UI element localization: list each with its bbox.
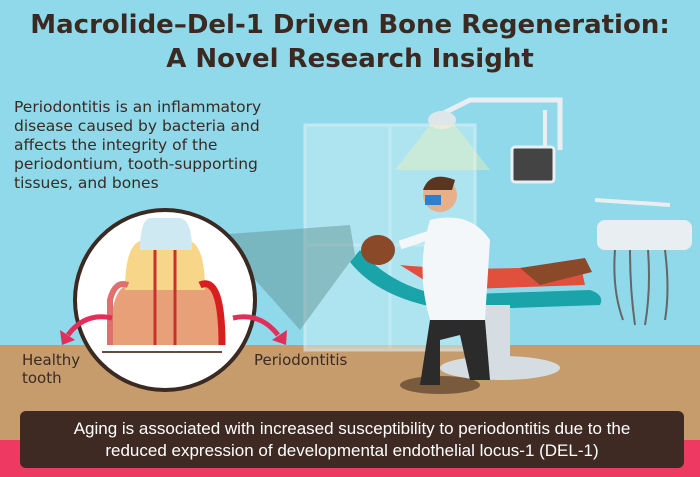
light-beam xyxy=(215,225,355,330)
title-line-1: Macrolide–Del-1 Driven Bone Regeneration… xyxy=(30,10,670,40)
monitor xyxy=(510,110,556,184)
dentist xyxy=(398,176,490,394)
instrument-tray xyxy=(594,198,692,326)
periodontitis-label: Periodontitis xyxy=(254,351,348,369)
caption-text: Aging is associated with increased susce… xyxy=(73,418,631,460)
periodontitis-arrow-icon xyxy=(232,314,287,345)
healthy-arrow-icon xyxy=(60,314,113,345)
title-line-2: A Novel Research Insight xyxy=(166,44,534,74)
dental-lamp xyxy=(395,97,563,170)
caption-box: Aging is associated with increased susce… xyxy=(20,411,684,468)
healthy-tooth-label: Healthy tooth xyxy=(22,351,81,387)
page-title: Macrolide–Del-1 Driven Bone Regeneration… xyxy=(0,8,700,76)
tooth-cross-section xyxy=(73,208,257,392)
intro-text: Periodontitis is an inflammatory disease… xyxy=(14,98,262,192)
